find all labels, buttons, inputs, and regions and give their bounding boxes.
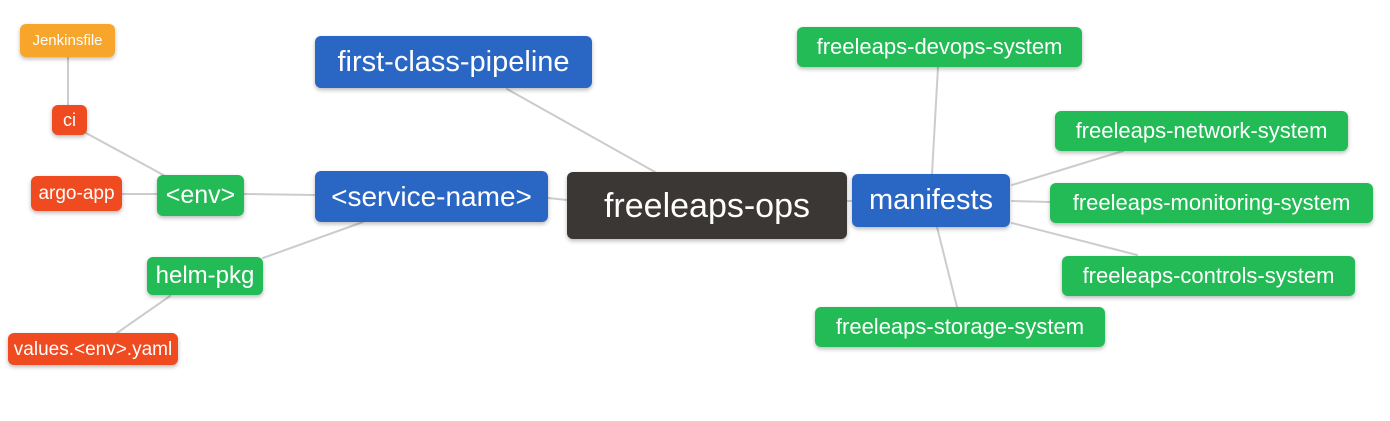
node-freeleaps-network-system[interactable]: freeleaps-network-system: [1055, 111, 1348, 151]
edge-manifests-devops-system: [931, 66, 939, 175]
edge-first-class-pipeline-freeleaps-ops: [506, 88, 656, 173]
edge-values-env-yaml-helm-pkg: [116, 295, 171, 334]
node-values-env-yaml[interactable]: values.<env>.yaml: [8, 333, 178, 365]
edge-manifests-storage-system: [936, 226, 958, 308]
node-freeleaps-monitoring-system[interactable]: freeleaps-monitoring-system: [1050, 183, 1373, 223]
node-freeleaps-ops[interactable]: freeleaps-ops: [567, 172, 847, 239]
node-ci[interactable]: ci: [52, 105, 87, 135]
edge-env-service-name: [243, 193, 316, 196]
node-first-class-pipeline[interactable]: first-class-pipeline: [315, 36, 592, 88]
node-service-name[interactable]: <service-name>: [315, 171, 548, 222]
edge-manifests-monitoring-system: [1011, 200, 1051, 203]
node-helm-pkg[interactable]: helm-pkg: [147, 257, 263, 295]
node-freeleaps-devops-system[interactable]: freeleaps-devops-system: [797, 27, 1082, 67]
node-argo-app[interactable]: argo-app: [31, 176, 122, 211]
edge-helm-pkg-service-name: [262, 221, 364, 259]
node-freeleaps-controls-system[interactable]: freeleaps-controls-system: [1062, 256, 1355, 296]
edge-manifests-network-system: [1011, 150, 1124, 186]
node-jenkinsfile[interactable]: Jenkinsfile: [20, 24, 115, 57]
node-freeleaps-storage-system[interactable]: freeleaps-storage-system: [815, 307, 1105, 347]
edge-ci-env: [85, 132, 168, 178]
node-env[interactable]: <env>: [157, 175, 244, 216]
edge-service-name-freeleaps-ops: [547, 197, 568, 201]
node-manifests[interactable]: manifests: [852, 174, 1010, 227]
edge-manifests-controls-system: [1011, 222, 1138, 256]
